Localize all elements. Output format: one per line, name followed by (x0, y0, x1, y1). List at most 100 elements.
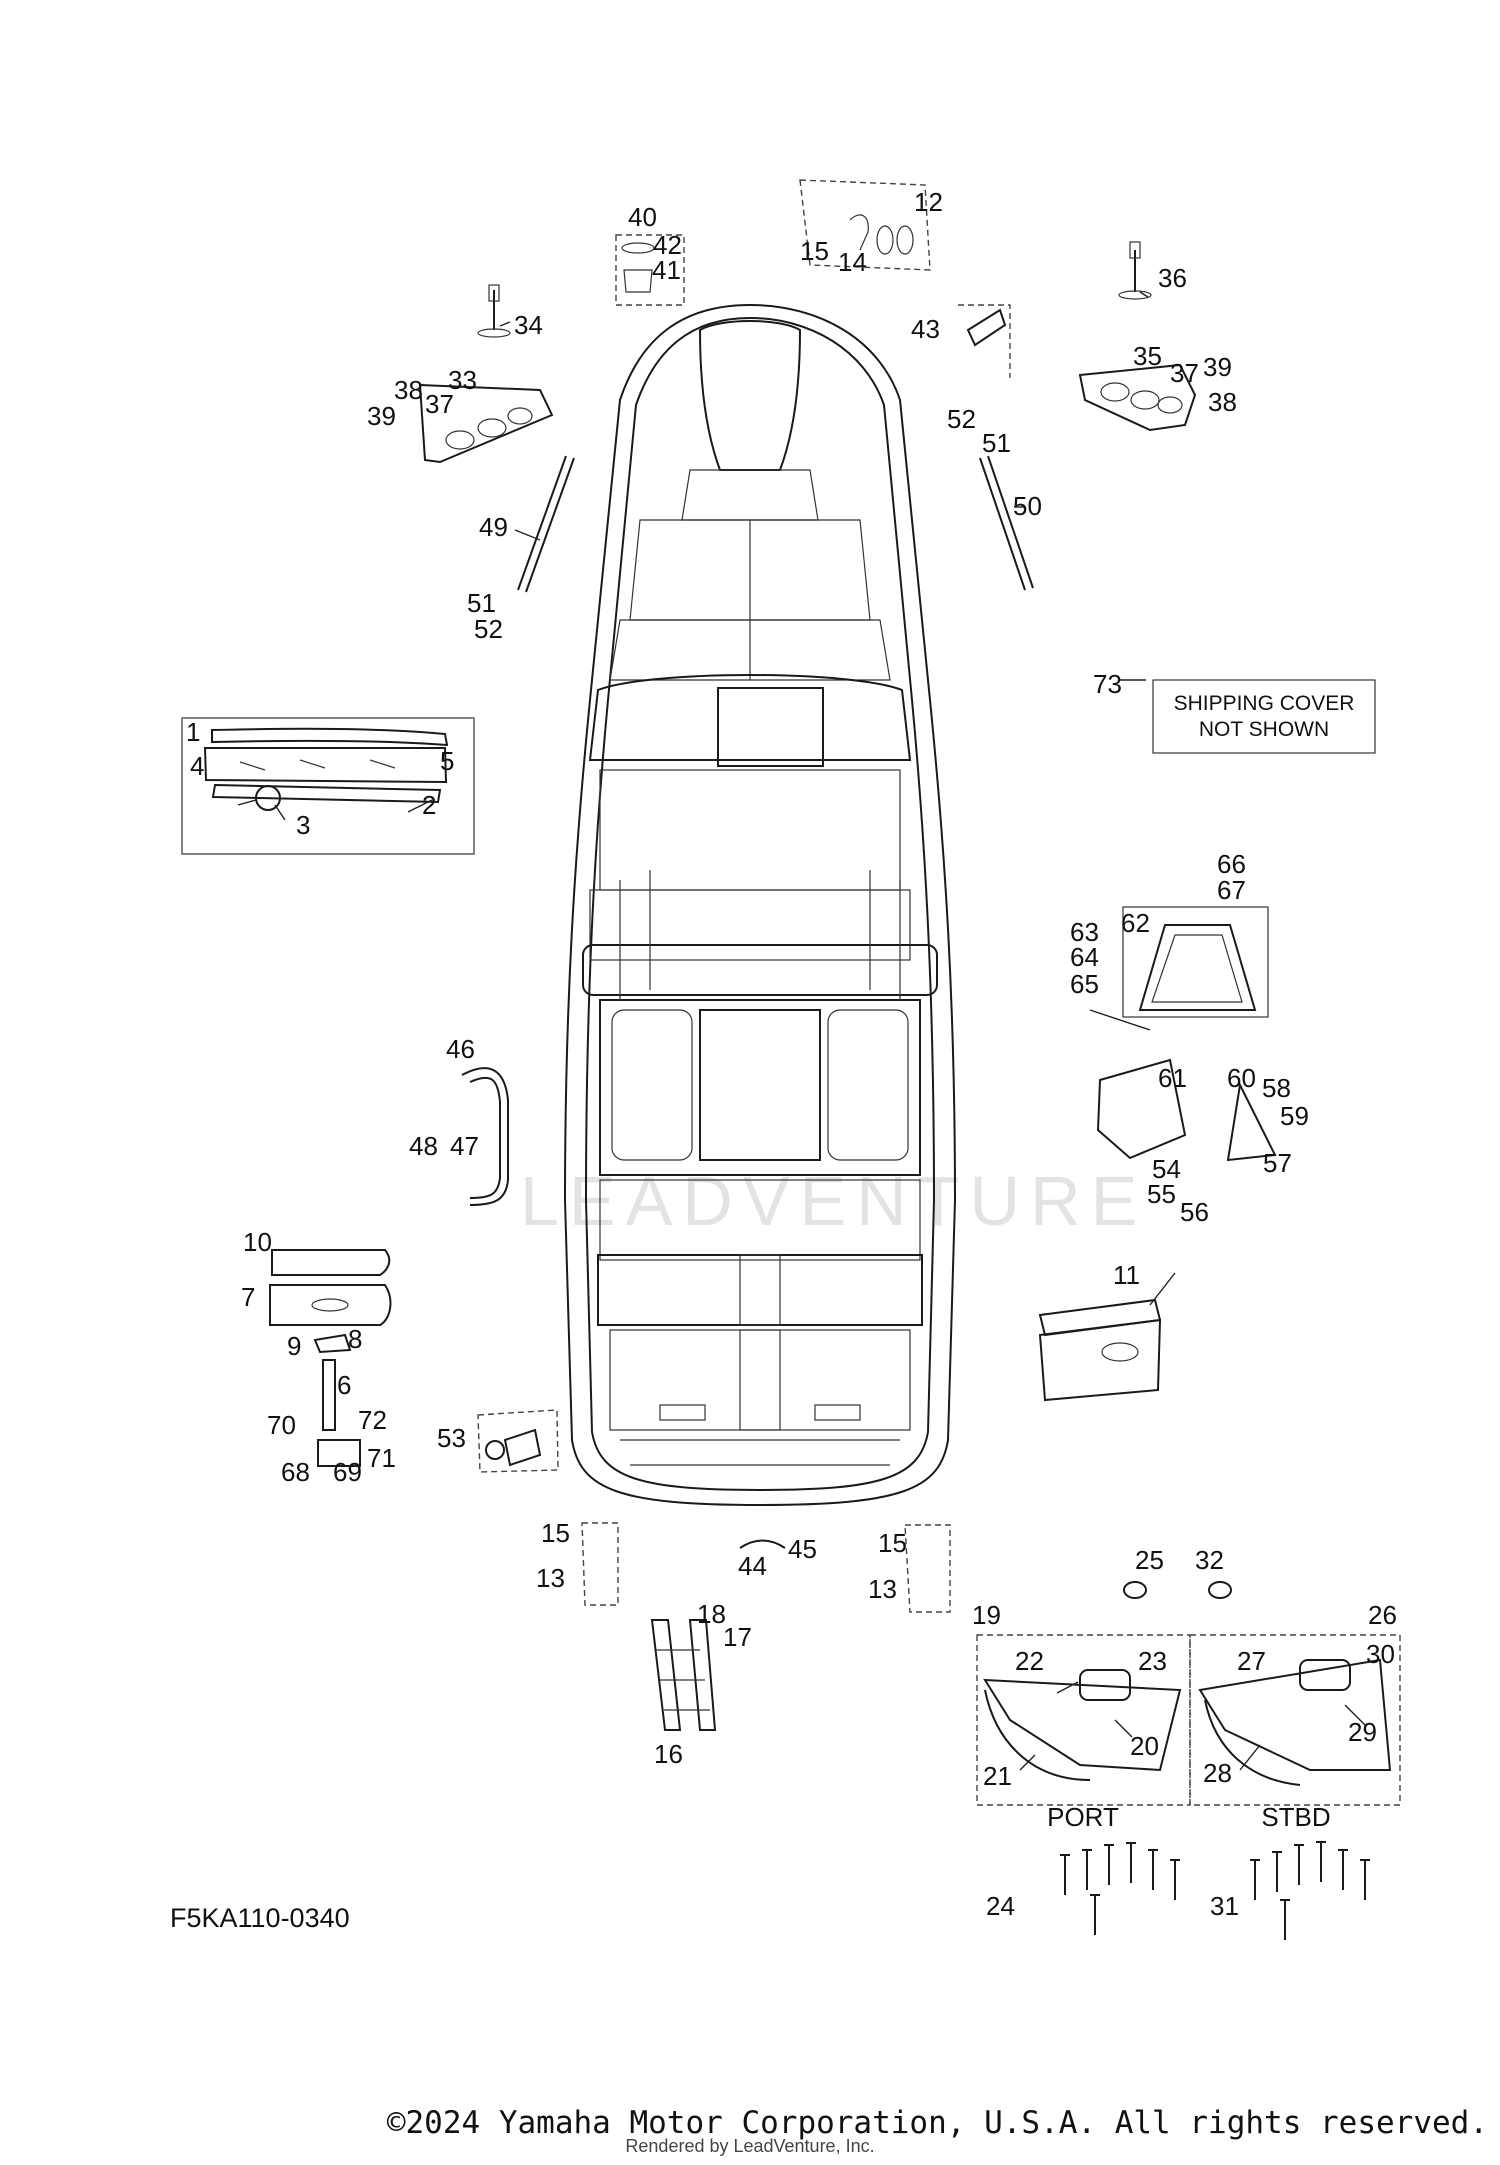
callout-27: 27 (1237, 1646, 1266, 1676)
callout-26: 26 (1368, 1600, 1397, 1630)
callout-62: 62 (1121, 908, 1150, 938)
callout-48: 48 (409, 1131, 438, 1161)
shipping-note-line-2: NOT SHOWN (1199, 718, 1329, 741)
callout-5: 5 (440, 746, 454, 776)
callout-53: 53 (437, 1423, 466, 1453)
cupholder-stbd-group (1078, 241, 1197, 432)
callout-38-left: 38 (394, 375, 423, 405)
callout-15-left: 15 (541, 1518, 570, 1548)
callout-22: 22 (1015, 1646, 1044, 1676)
callout-32: 32 (1195, 1545, 1224, 1575)
cooler-drawing (1038, 1298, 1162, 1402)
callout-39-right: 39 (1203, 352, 1232, 382)
callout-60: 60 (1227, 1063, 1256, 1093)
callout-51-right: 51 (982, 428, 1011, 458)
callout-19: 19 (972, 1600, 1001, 1630)
callout-35: 35 (1133, 341, 1162, 371)
shipping-cover-note-box (1152, 679, 1376, 754)
callout-33: 33 (448, 365, 477, 395)
callout-29: 29 (1348, 1717, 1377, 1747)
callout-11: 11 (1113, 1260, 1140, 1290)
callout-43: 43 (911, 314, 940, 344)
callout-34: 34 (514, 310, 543, 340)
small-parts (269, 179, 1232, 1731)
callout-40: 40 (628, 202, 657, 232)
callout-15-top: 15 (800, 236, 829, 266)
callout-71: 71 (367, 1443, 396, 1473)
callout-64: 64 (1070, 942, 1099, 972)
port-label: PORT (1047, 1802, 1119, 1832)
callout-50: 50 (1013, 491, 1042, 521)
callout-3: 3 (296, 810, 310, 840)
callout-42: 42 (653, 230, 682, 260)
shipping-note-line-1: SHIPPING COVER (1174, 692, 1355, 715)
callout-1: 1 (186, 717, 200, 747)
callout-73: 73 (1093, 669, 1122, 699)
callout-39-left: 39 (367, 401, 396, 431)
leader-lines (274, 291, 1366, 1771)
stbd-label: STBD (1261, 1802, 1330, 1832)
callout-8: 8 (348, 1324, 362, 1354)
bolts (1060, 1841, 1370, 1940)
callout-52-right: 52 (947, 404, 976, 434)
callout-13-left: 13 (536, 1563, 565, 1593)
callout-37-right: 37 (1170, 358, 1199, 388)
callout-15-right: 15 (878, 1528, 907, 1558)
callout-46: 46 (446, 1034, 475, 1064)
callout-30: 30 (1366, 1639, 1395, 1669)
callout-61: 61 (1158, 1063, 1187, 1093)
callout-21: 21 (983, 1761, 1012, 1791)
callout-65: 65 (1070, 969, 1099, 999)
callout-28: 28 (1203, 1758, 1232, 1788)
callout-67: 67 (1217, 875, 1246, 905)
callout-36: 36 (1158, 263, 1187, 293)
cover-assemblies (1096, 906, 1277, 1162)
callout-54: 54 (1152, 1154, 1181, 1184)
callout-4: 4 (190, 751, 204, 781)
watermark-text: LEADVENTURE (520, 1162, 1147, 1240)
callout-52-left: 52 (474, 614, 503, 644)
callout-57: 57 (1263, 1148, 1292, 1178)
hull-drawing (563, 303, 957, 1507)
callout-31: 31 (1210, 1891, 1239, 1921)
callout-47: 47 (450, 1131, 479, 1161)
callout-68: 68 (281, 1457, 310, 1487)
callout-6: 6 (337, 1370, 351, 1400)
callout-37-left: 37 (425, 389, 454, 419)
callout-38-right: 38 (1208, 387, 1237, 417)
callout-56: 56 (1180, 1197, 1209, 1227)
callout-58: 58 (1262, 1073, 1291, 1103)
callout-66: 66 (1217, 849, 1246, 879)
callout-14: 14 (838, 247, 867, 277)
callout-13-right: 13 (868, 1574, 897, 1604)
callout-41: 41 (652, 255, 681, 285)
bench-assemblies (976, 1634, 1401, 1806)
part-code: F5KA110-0340 (170, 1903, 350, 1933)
copyright-notice: ©2024 Yamaha Motor Corporation, U.S.A. A… (386, 2105, 1488, 2141)
callout-16: 16 (654, 1739, 683, 1769)
callout-49: 49 (479, 512, 508, 542)
callout-72: 72 (358, 1405, 387, 1435)
callout-7: 7 (241, 1282, 255, 1312)
callout-51-left: 51 (467, 588, 496, 618)
callout-numbers: 1 2 3 4 5 6 7 8 9 10 11 12 13 13 14 15 1… (186, 187, 1397, 1921)
cupholder-port-group (418, 284, 554, 464)
callout-69: 69 (333, 1457, 362, 1487)
callout-24: 24 (986, 1891, 1015, 1921)
callout-63: 63 (1070, 917, 1099, 947)
callout-20: 20 (1130, 1731, 1159, 1761)
windshield-group (181, 717, 475, 855)
rendered-by-credit: Rendered by LeadVenture, Inc. (625, 2136, 875, 2156)
callout-45: 45 (788, 1534, 817, 1564)
callout-9: 9 (287, 1331, 301, 1361)
callout-70: 70 (267, 1410, 296, 1440)
callout-23: 23 (1138, 1646, 1167, 1676)
callout-12: 12 (914, 187, 943, 217)
callout-55: 55 (1147, 1179, 1176, 1209)
callout-25: 25 (1135, 1545, 1164, 1575)
callout-2: 2 (422, 790, 436, 820)
callout-59: 59 (1280, 1101, 1309, 1131)
callout-18: 18 (697, 1599, 726, 1629)
callout-44: 44 (738, 1551, 767, 1581)
